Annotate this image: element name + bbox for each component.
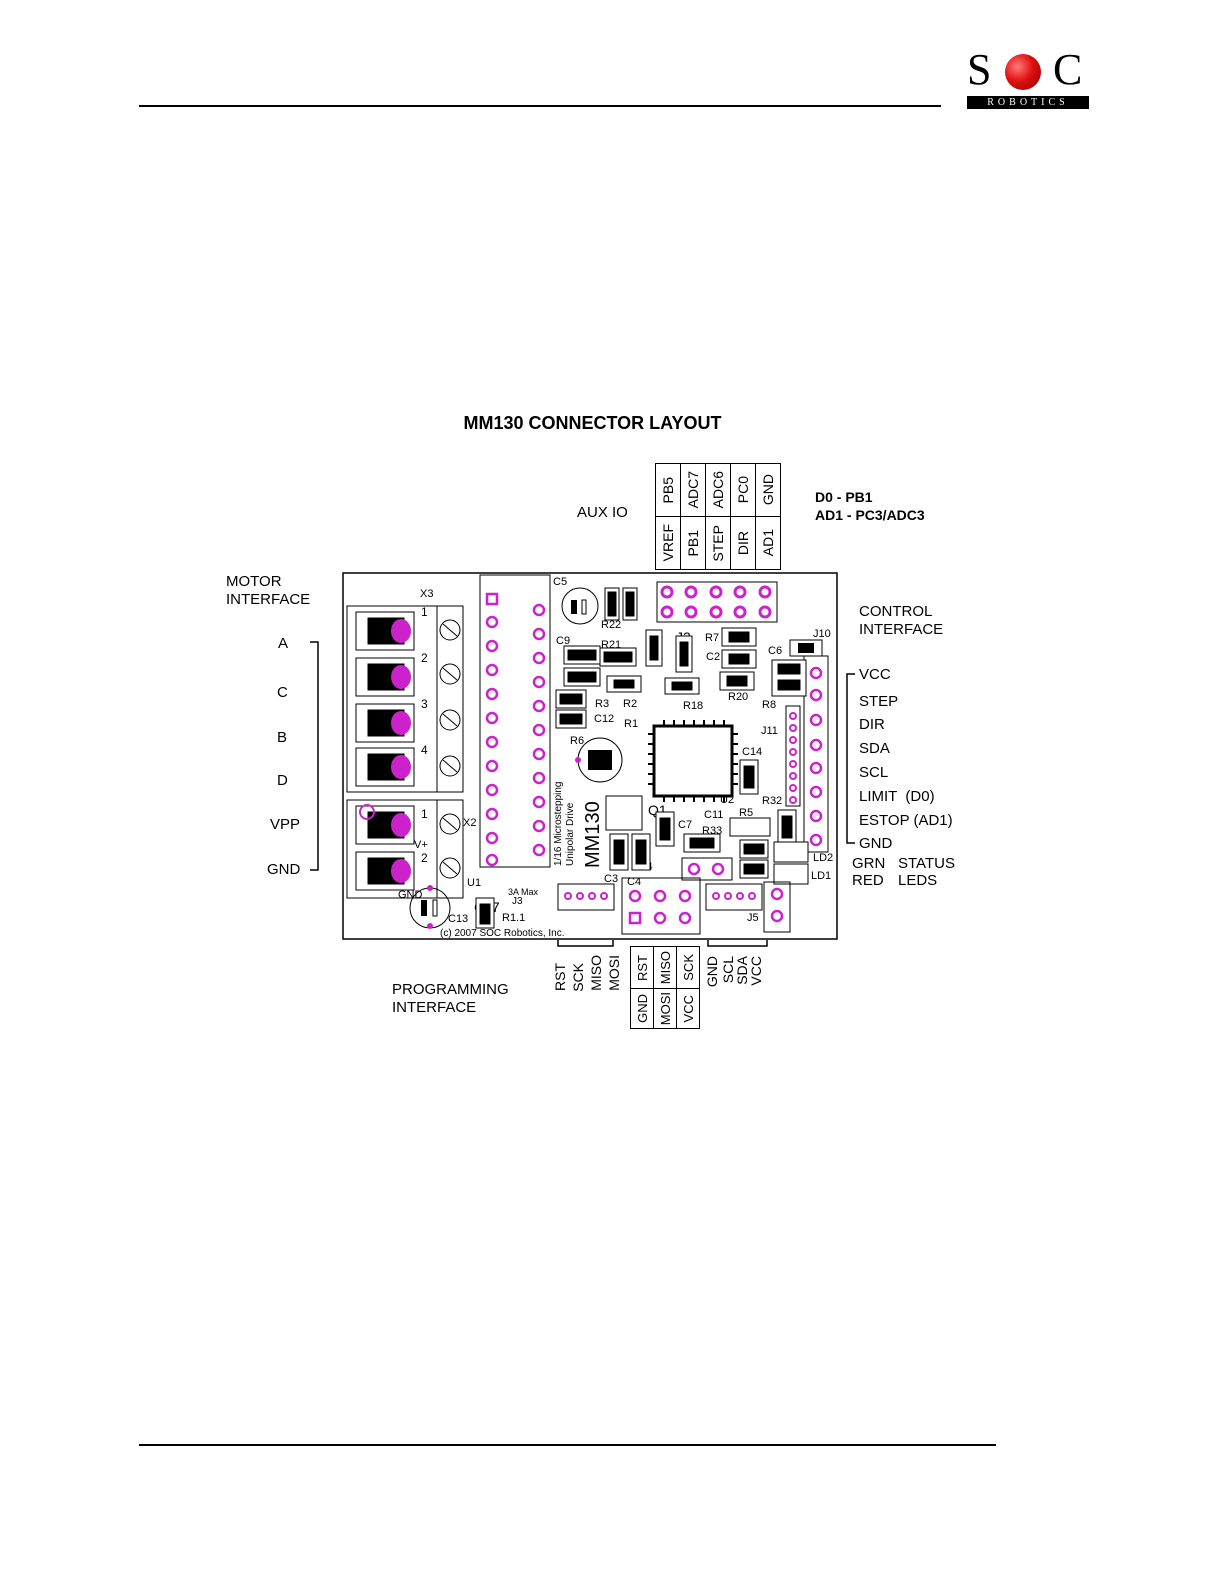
led-red-label: RED	[852, 872, 884, 889]
model-silk-label: MM130	[582, 801, 604, 868]
j11-label: J11	[761, 725, 778, 737]
bracket-lines	[310, 641, 855, 947]
j5-label: J5	[747, 912, 759, 924]
aux-note-d0: D0 - PB1	[815, 489, 873, 505]
control-label-line1: CONTROL	[859, 603, 933, 620]
control-bracket	[846, 673, 855, 844]
control-pin-label: GND	[859, 835, 893, 852]
r3-label: R3	[595, 698, 609, 710]
silk-drive-line2: Unipolar Drive	[565, 802, 576, 866]
c4-label: C4	[627, 876, 641, 888]
control-label-line2: INTERFACE	[859, 621, 944, 638]
motor-pin-label: B	[277, 729, 288, 746]
soc-robotics-logo: S C ROBOTICS	[963, 48, 1091, 112]
c12-label: C12	[594, 713, 614, 725]
status-label-line2: LEDS	[898, 872, 938, 889]
microcontroller-u2	[648, 720, 738, 802]
r1-label: R1	[624, 718, 638, 730]
r20-label: R20	[728, 691, 748, 703]
aux-note-ad1: AD1 - PC3/ADC3	[815, 507, 925, 523]
diagram-title: MM130 CONNECTOR LAYOUT	[463, 413, 722, 433]
control-pin-label: ESTOP (AD1)	[859, 812, 953, 829]
gnd-silk-label: GND	[398, 889, 423, 901]
c13-label: C13	[448, 913, 468, 925]
u1-label: U1	[467, 877, 481, 889]
logo-letter-s: S	[967, 45, 992, 94]
x2-label: X2	[463, 817, 476, 829]
svg-text:2: 2	[421, 651, 428, 665]
aux-io-pin-table: PB5 ADC7 ADC6 PC0 GND VREF PB1 STEP DIR …	[655, 463, 781, 570]
j5-bracket	[707, 940, 768, 947]
programming-headers	[557, 857, 791, 935]
c5-label: C5	[553, 576, 567, 588]
logo-letter-c: C	[1053, 45, 1083, 94]
control-pin-label: LIMIT (D0)	[859, 788, 935, 805]
silk-drive-line1: 1/16 Microstepping	[553, 782, 564, 867]
logo-red-ball-icon	[1005, 54, 1041, 90]
svg-text:2: 2	[421, 851, 428, 865]
control-connector	[785, 639, 829, 853]
r7-label: R7	[705, 632, 719, 644]
r2-label: R2	[623, 698, 637, 710]
r5-label: R5	[739, 807, 753, 819]
led-grn-label: GRN	[852, 855, 886, 872]
control-pin-label: DIR	[859, 716, 885, 733]
footer-rule	[139, 1444, 996, 1446]
motor-pin-label: C	[277, 684, 288, 701]
ld2-label: LD2	[813, 852, 833, 864]
potentiometer-r1	[575, 737, 623, 783]
x3-label: X3	[420, 588, 433, 600]
c3-label: C3	[604, 873, 618, 885]
c2-label: C2	[706, 651, 720, 663]
c7-label: C7	[678, 819, 692, 831]
motor-pin-label: A	[278, 635, 289, 652]
r6-label: R6	[570, 735, 584, 747]
smd-components	[475, 587, 809, 929]
ld1-label: LD1	[811, 870, 831, 882]
motor-pin-label: D	[277, 772, 288, 789]
c9-label: C9	[556, 635, 570, 647]
r32-label: R32	[762, 795, 782, 807]
motor-pin-label: GND	[267, 861, 301, 878]
driver-module	[479, 574, 551, 868]
j3-bracket	[557, 940, 614, 947]
motor-label-line2: INTERFACE	[226, 591, 311, 608]
svg-text:4: 4	[421, 743, 428, 757]
j3-label: J3	[512, 896, 523, 907]
c14-label: C14	[742, 746, 762, 758]
copyright-label: (c) 2007 SOC Robotics, Inc.	[440, 928, 565, 939]
r22-label: R22	[601, 619, 621, 631]
r18-label: R18	[683, 700, 703, 712]
status-label-line1: STATUS	[898, 855, 955, 872]
j10-label: J10	[813, 628, 831, 640]
svg-text:3: 3	[421, 697, 428, 711]
control-pin-label: SCL	[859, 764, 889, 781]
control-pin-label: STEP	[859, 693, 899, 710]
motor-bracket	[310, 641, 319, 871]
control-pin-label: VCC	[859, 666, 891, 683]
vplus-label: V+	[414, 839, 428, 851]
isp-pin-table: RST MISO SCK GND MOSI VCC	[630, 946, 700, 1029]
programming-label-line2: INTERFACE	[392, 999, 477, 1016]
header-rule	[139, 105, 941, 107]
logo-subtitle: ROBOTICS	[967, 96, 1089, 109]
r8-label: R8	[762, 699, 776, 711]
electrolytic-capacitors	[409, 587, 599, 929]
svg-text:1: 1	[421, 807, 428, 821]
c11-label: C11	[704, 809, 723, 821]
motor-label-line1: MOTOR	[226, 573, 282, 590]
aux-io-header	[656, 581, 778, 623]
programming-label-line1: PROGRAMMING	[392, 981, 509, 998]
c6-label: C6	[768, 645, 782, 657]
motor-pin-label: VPP	[270, 816, 301, 833]
aux-io-label: AUX IO	[577, 504, 628, 521]
rev-label: R1.1	[502, 912, 525, 924]
max-label: 3A Max	[508, 887, 539, 897]
motor-terminal-blocks: 1 2 3 4 1 2	[346, 605, 464, 899]
svg-text:1: 1	[421, 605, 428, 619]
control-pin-label: SDA	[859, 740, 890, 757]
